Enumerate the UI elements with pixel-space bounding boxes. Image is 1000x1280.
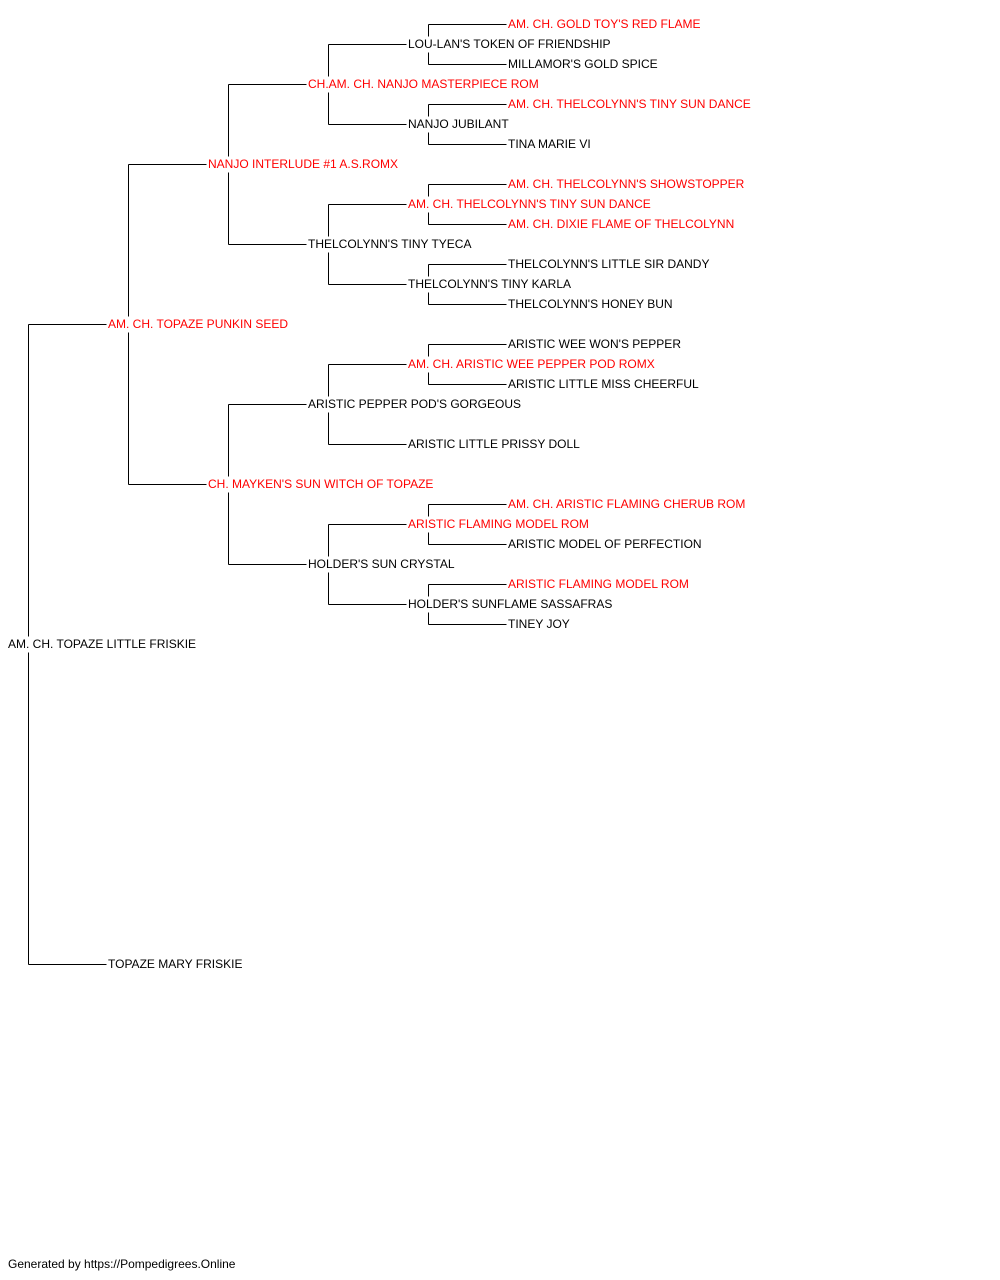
pedigree-entry-sire-sire-sire-sire-sire: AM. CH. GOLD TOY'S RED FLAME [507,17,702,31]
pedigree-entry-sire-sire: NANJO INTERLUDE #1 A.S.ROMX [207,157,400,171]
pedigree-entry-sire-dam-dam-dam-sire: ARISTIC FLAMING MODEL ROM [507,577,690,591]
pedigree-entry-sire-sire-sire-sire: LOU-LAN'S TOKEN OF FRIENDSHIP [407,37,612,51]
pedigree-entry-sire-dam-sire-dam: ARISTIC LITTLE PRISSY DOLL [407,437,581,451]
pedigree-entry-sire-sire-sire: CH.AM. CH. NANJO MASTERPIECE ROM [307,77,540,91]
pedigree-entry-dam: TOPAZE MARY FRISKIE [107,957,244,971]
pedigree-entry-sire-sire-sire-dam-sire: AM. CH. THELCOLYNN'S TINY SUN DANCE [507,97,752,111]
pedigree-entry-sire-sire-dam-sire: AM. CH. THELCOLYNN'S TINY SUN DANCE [407,197,652,211]
pedigree-entry-sire-sire-dam-dam-sire: THELCOLYNN'S LITTLE SIR DANDY [507,257,711,271]
pedigree-entry-sire-sire-sire-sire-dam: MILLAMOR'S GOLD SPICE [507,57,659,71]
pedigree-entry-sire-sire-dam-sire-sire: AM. CH. THELCOLYNN'S SHOWSTOPPER [507,177,746,191]
pedigree-entry-sire-sire-dam: THELCOLYNN'S TINY TYECA [307,237,473,251]
pedigree-entry-sire-dam-sire-sire-dam: ARISTIC LITTLE MISS CHEERFUL [507,377,700,391]
pedigree-entry-sire-dam: CH. MAYKEN'S SUN WITCH OF TOPAZE [207,477,435,491]
pedigree-entry-sire-dam-dam-dam-dam: TINEY JOY [507,617,571,631]
pedigree-entry-subject: AM. CH. TOPAZE LITTLE FRISKIE [7,637,198,651]
pedigree-entry-sire-dam-sire: ARISTIC PEPPER POD'S GORGEOUS [307,397,522,411]
pedigree-entry-sire-sire-dam-dam-dam: THELCOLYNN'S HONEY BUN [507,297,674,311]
pedigree-entry-sire-dam-dam-sire: ARISTIC FLAMING MODEL ROM [407,517,590,531]
pedigree-entry-sire-dam-dam-sire-dam: ARISTIC MODEL OF PERFECTION [507,537,703,551]
pedigree-entry-sire-sire-dam-dam: THELCOLYNN'S TINY KARLA [407,277,573,291]
footer-credit: Generated by https://Pompedigrees.Online [8,1257,236,1271]
pedigree-entry-sire-dam-sire-sire: AM. CH. ARISTIC WEE PEPPER POD ROMX [407,357,656,371]
pedigree-entry-sire-sire-sire-dam-dam: TINA MARIE VI [507,137,592,151]
pedigree-entry-sire-dam-dam-dam: HOLDER'S SUNFLAME SASSAFRAS [407,597,614,611]
pedigree-entry-sire-dam-sire-sire-sire: ARISTIC WEE WON'S PEPPER [507,337,682,351]
pedigree-entry-sire-sire-sire-dam: NANJO JUBILANT [407,117,510,131]
pedigree-entry-sire-dam-dam-sire-sire: AM. CH. ARISTIC FLAMING CHERUB ROM [507,497,747,511]
pedigree-entry-sire-sire-dam-sire-dam: AM. CH. DIXIE FLAME OF THELCOLYNN [507,217,736,231]
pedigree-entry-sire-dam-dam: HOLDER'S SUN CRYSTAL [307,557,456,571]
pedigree-entry-sire: AM. CH. TOPAZE PUNKIN SEED [107,317,290,331]
